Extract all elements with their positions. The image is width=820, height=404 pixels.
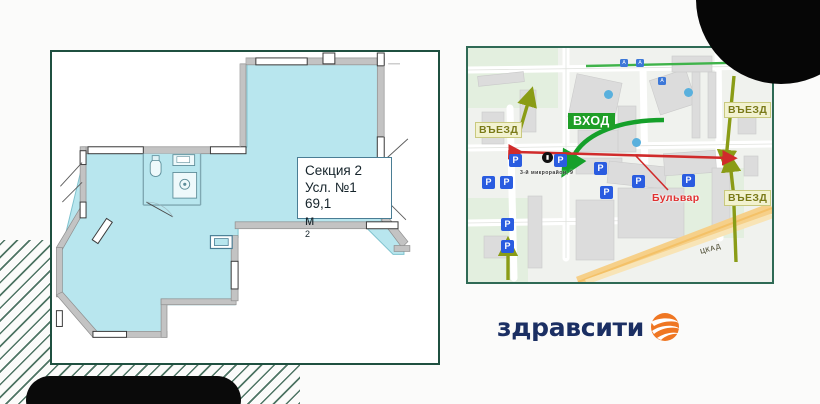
- parking-marker[interactable]: P: [482, 176, 495, 189]
- map-label-drive-in-right-bottom: ВЪЕЗД: [724, 190, 772, 206]
- map-label-boulevard: Бульвар: [652, 192, 700, 204]
- parking-marker[interactable]: P: [600, 186, 613, 199]
- corner-shape-bottom-left: [26, 376, 241, 404]
- parking-marker[interactable]: P: [594, 162, 607, 175]
- orange-globe-swoosh-icon: [650, 313, 680, 341]
- map-label-address: 3-й микрорайон, 9: [520, 170, 574, 176]
- parking-marker[interactable]: P: [682, 174, 695, 187]
- unit-number: Усл. №1: [305, 179, 357, 195]
- bus-stop-marker[interactable]: A: [658, 77, 666, 85]
- location-pin[interactable]: ▮: [542, 152, 553, 163]
- brand-logo: здравсити: [497, 311, 682, 343]
- map-label-drive-in-left: ВЪЕЗД: [475, 122, 523, 138]
- poi-marker[interactable]: [684, 88, 693, 97]
- poi-marker[interactable]: [604, 90, 613, 99]
- parking-marker[interactable]: P: [501, 240, 514, 253]
- unit-section: Секция 2: [305, 163, 363, 178]
- poi-marker[interactable]: [632, 138, 641, 147]
- parking-marker[interactable]: P: [509, 154, 522, 167]
- map-label-entrance: ВХОД: [568, 113, 615, 129]
- parking-marker[interactable]: P: [500, 176, 513, 189]
- location-map-card[interactable]: P P P P P P P P P P A A A ▮ ВЪЕЗД ВЪЕЗД …: [466, 46, 774, 284]
- bus-stop-marker[interactable]: A: [620, 59, 628, 67]
- parking-marker[interactable]: P: [632, 175, 645, 188]
- bus-stop-marker[interactable]: A: [636, 59, 644, 67]
- parking-marker[interactable]: P: [554, 154, 567, 167]
- parking-marker[interactable]: P: [501, 218, 514, 231]
- map-label-drive-in-right-top: ВЪЕЗД: [724, 102, 772, 118]
- brand-name: здравсити: [497, 312, 644, 342]
